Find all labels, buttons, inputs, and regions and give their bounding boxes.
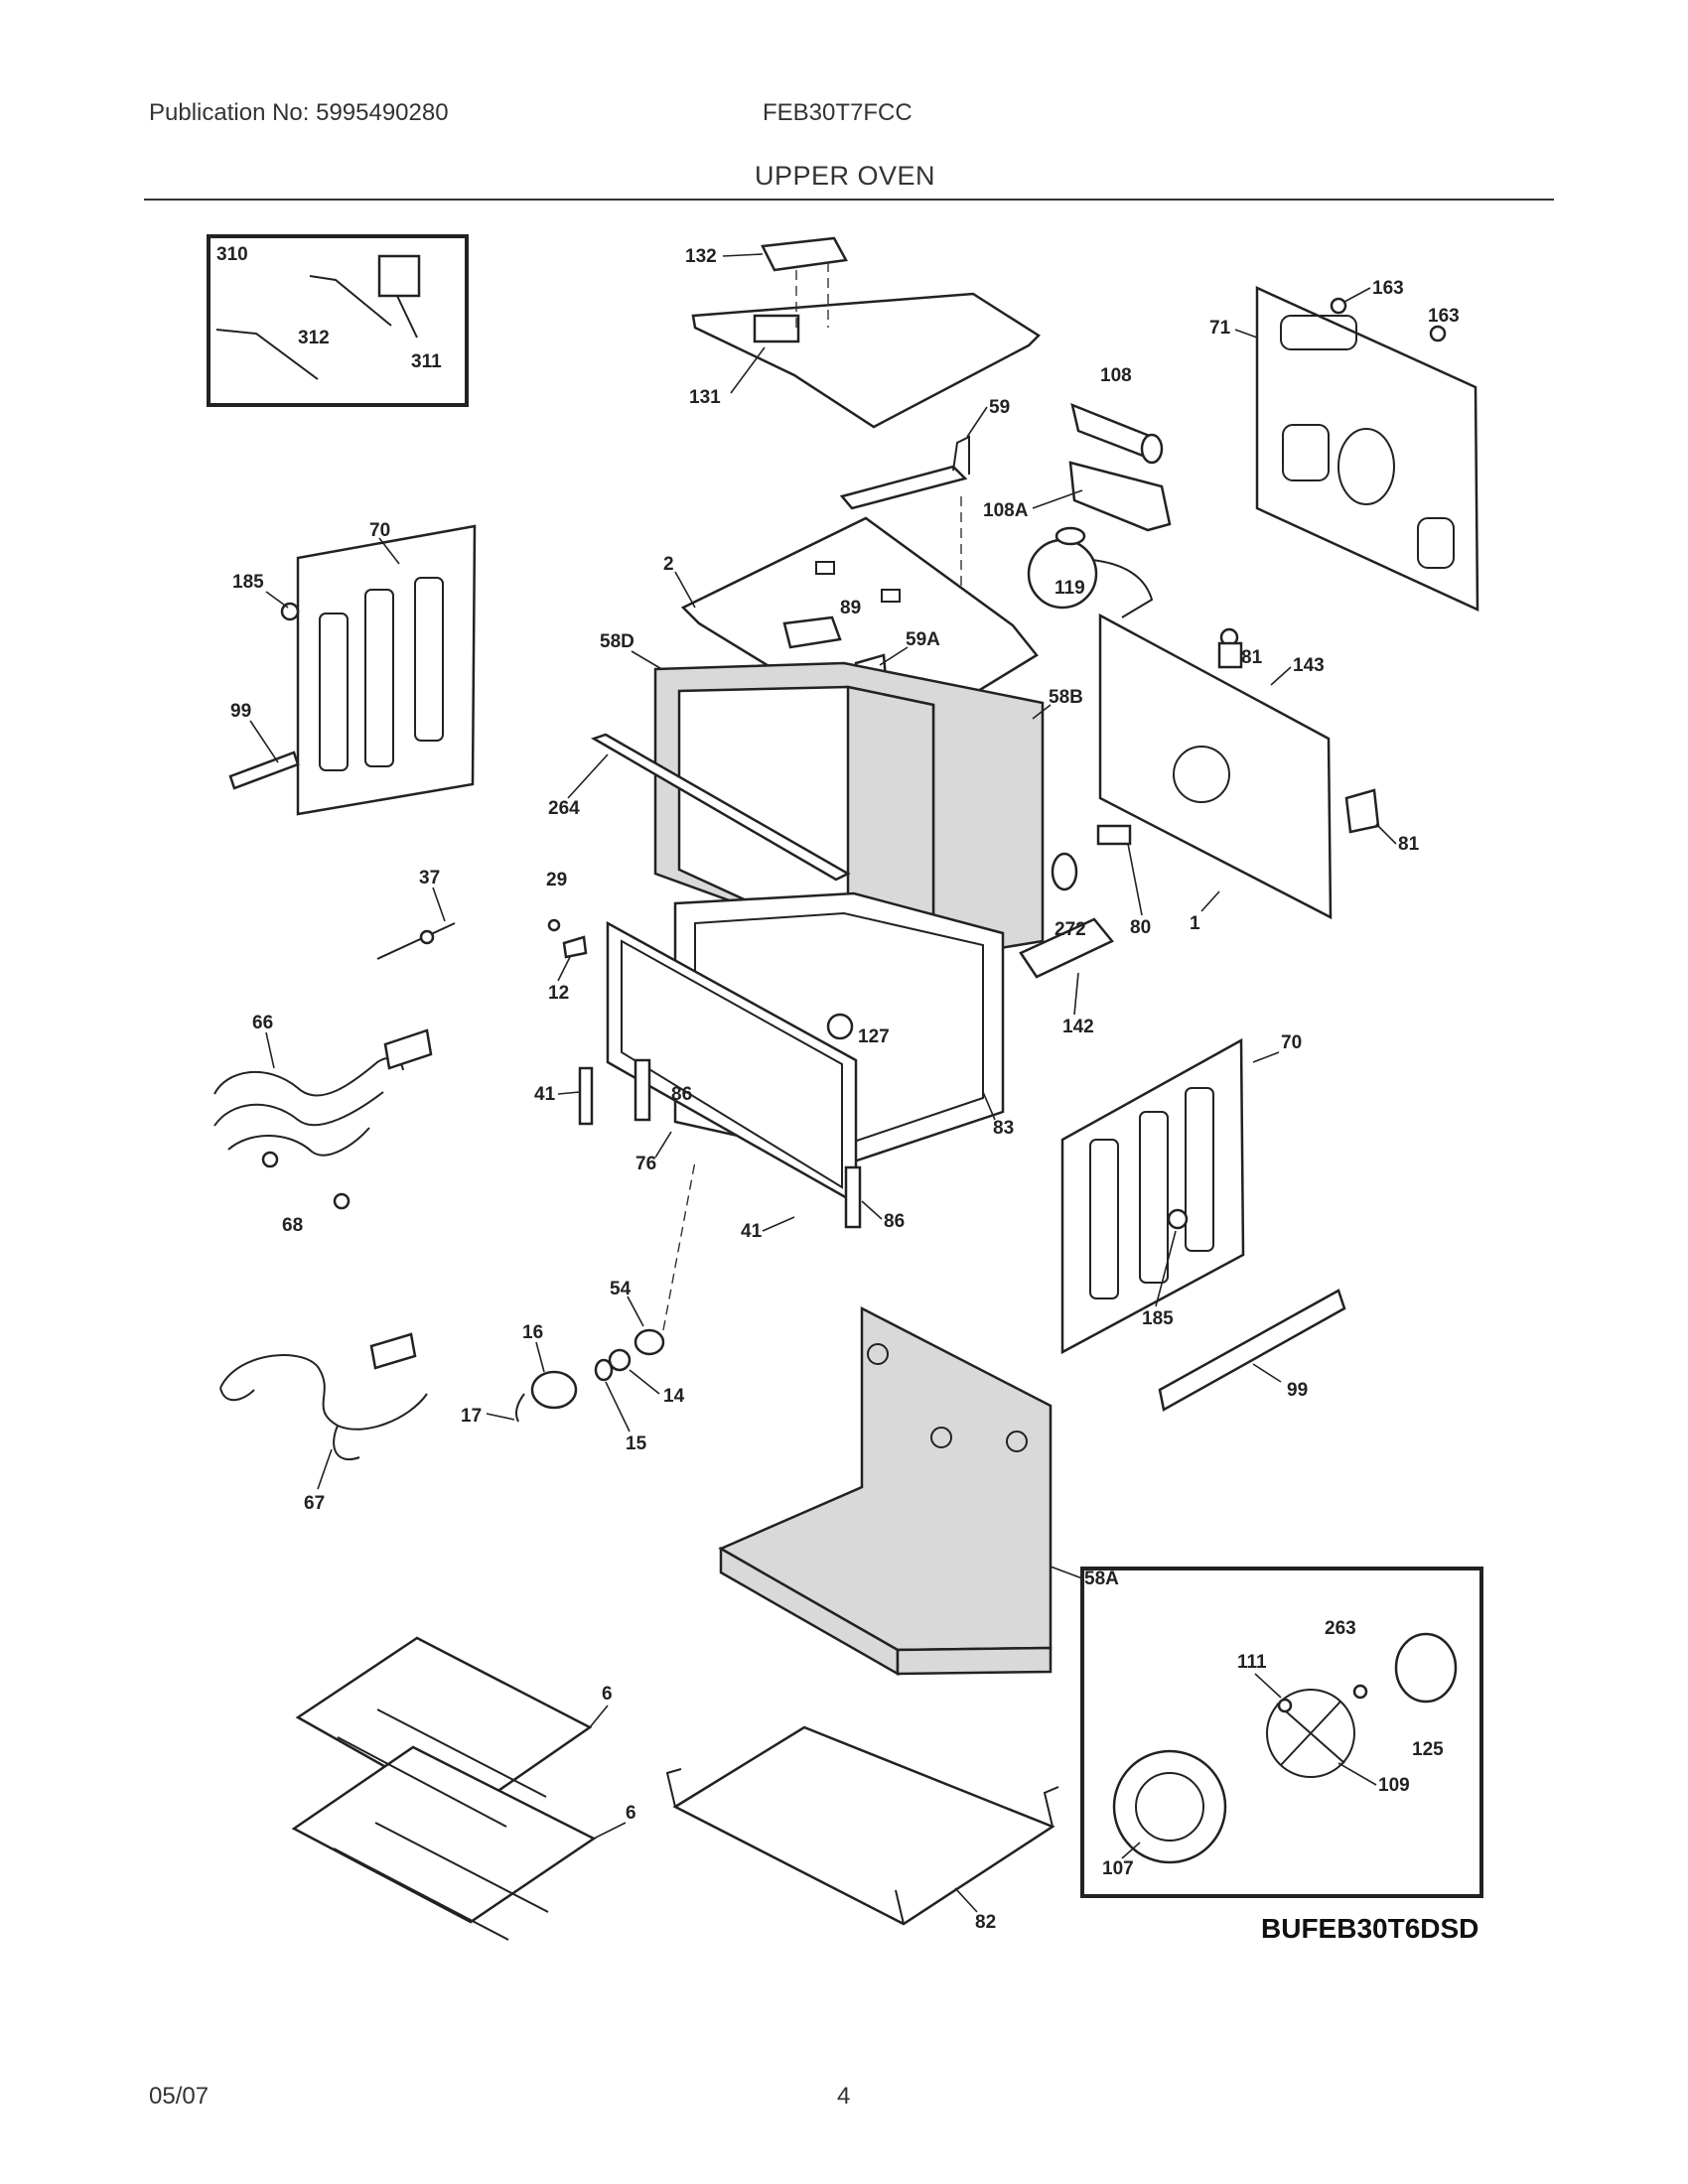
label-76: 76 (635, 1154, 656, 1174)
label-142: 142 (1062, 1017, 1094, 1037)
label-2: 2 (663, 554, 674, 575)
label-131: 131 (689, 387, 721, 408)
label-70a: 70 (369, 520, 390, 541)
side-panel-left-70: 70 185 99 (228, 520, 477, 816)
header-rule (144, 199, 1554, 201)
label-6a: 6 (602, 1684, 613, 1705)
label-58D: 58D (600, 631, 634, 652)
label-83: 83 (993, 1118, 1014, 1139)
label-86b: 86 (884, 1211, 905, 1232)
door-frame-76: 76 41 86 41 86 (534, 920, 905, 1242)
label-109: 109 (1378, 1775, 1410, 1796)
label-16: 16 (522, 1322, 543, 1343)
label-71: 71 (1209, 318, 1231, 339)
label-264: 264 (548, 798, 580, 819)
broil-element-66: 66 68 (213, 1013, 433, 1236)
label-108A: 108A (983, 500, 1029, 521)
model-number: FEB30T7FCC (763, 99, 913, 126)
label-12: 12 (548, 983, 569, 1004)
top-duct-assembly: 132 131 59 (685, 236, 1041, 645)
oven-light-assembly: 54 16 14 17 15 (461, 1160, 696, 1454)
section-title: UPPER OVEN (755, 161, 936, 191)
label-99b: 99 (1287, 1380, 1308, 1401)
label-132: 132 (685, 246, 717, 267)
bake-element-67: 67 (219, 1332, 428, 1514)
label-185a: 185 (232, 572, 264, 593)
label-310: 310 (216, 244, 248, 265)
diagram-code: BUFEB30T6DSD (1261, 1913, 1478, 1944)
label-108: 108 (1100, 365, 1132, 386)
label-80: 80 (1130, 917, 1151, 938)
label-54: 54 (610, 1279, 632, 1299)
label-59: 59 (989, 397, 1010, 418)
label-163b: 163 (1428, 306, 1460, 327)
convection-fan-inset: 263 111 125 109 107 (1080, 1567, 1483, 1898)
label-68: 68 (282, 1215, 303, 1236)
label-82: 82 (975, 1912, 996, 1933)
label-81b: 81 (1398, 834, 1420, 855)
label-41b: 41 (741, 1221, 763, 1242)
label-127: 127 (858, 1026, 890, 1047)
label-58B: 58B (1049, 687, 1083, 708)
label-66: 66 (252, 1013, 273, 1033)
label-17: 17 (461, 1406, 482, 1427)
kit-inset-310: 310 312 311 (207, 234, 469, 407)
label-111: 111 (1237, 1652, 1267, 1673)
label-107: 107 (1102, 1858, 1134, 1879)
label-6b: 6 (626, 1803, 636, 1824)
footer-date: 05/07 (149, 2083, 210, 2110)
side-panel-right-70: 70 185 99 (1060, 1032, 1346, 1412)
page-number: 4 (837, 2083, 851, 2110)
label-119: 119 (1055, 578, 1085, 599)
label-312: 312 (298, 328, 330, 348)
label-89: 89 (840, 598, 861, 618)
label-163a: 163 (1372, 278, 1404, 299)
small-parts-left: 37 29 12 (376, 868, 588, 1004)
label-272: 272 (1055, 919, 1086, 940)
label-185b: 185 (1142, 1308, 1174, 1329)
label-311: 311 (411, 351, 442, 372)
label-67: 67 (304, 1493, 325, 1514)
label-58A: 58A (1084, 1569, 1119, 1589)
label-14: 14 (663, 1386, 685, 1407)
rear-bracket-panel-1: 81 143 81 1 80 272 142 (1019, 613, 1420, 1037)
label-86a: 86 (671, 1084, 692, 1105)
label-143: 143 (1293, 655, 1325, 676)
bottom-insulation-58A: 58A (718, 1305, 1119, 1677)
label-37: 37 (419, 868, 440, 888)
label-263: 263 (1325, 1618, 1356, 1639)
vent-and-switch-group: 108 108A 119 (983, 365, 1172, 618)
publication-number: Publication No: 5995490280 (149, 99, 449, 126)
label-1: 1 (1190, 913, 1200, 934)
oven-racks-6: 6 6 (291, 1636, 636, 1941)
label-99a: 99 (230, 701, 251, 722)
label-29a: 29 (546, 870, 567, 890)
rear-panel-71: 163 163 71 (1209, 278, 1479, 612)
bottom-tray-82: 82 (665, 1725, 1059, 1933)
label-59A: 59A (906, 629, 940, 650)
label-41a: 41 (534, 1084, 556, 1105)
label-125: 125 (1412, 1739, 1444, 1760)
front-rail-264: 264 (548, 733, 851, 882)
label-70b: 70 (1281, 1032, 1302, 1053)
label-81a: 81 (1241, 647, 1263, 668)
label-15: 15 (626, 1433, 647, 1454)
oven-insulation-58B: 58B (653, 661, 1083, 961)
